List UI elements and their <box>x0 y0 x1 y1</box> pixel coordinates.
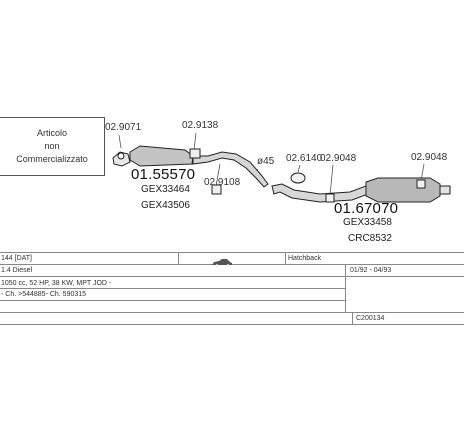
rear-muffler <box>365 177 441 203</box>
part-ref-r4: 02.6140 <box>286 153 323 164</box>
table-line-4 <box>0 288 345 289</box>
tail-pipe <box>439 185 451 195</box>
note-line-1: Articolo <box>36 128 67 138</box>
body-type-cell: Hatchback <box>288 255 322 262</box>
front-pipe <box>192 151 269 188</box>
table-col-2 <box>285 252 286 264</box>
model-cell: 144 [DAT] <box>1 255 32 262</box>
rear-main-code: 01.67070 <box>334 200 399 217</box>
chassis-cell: - Ch. >544885- Ch. 590315 <box>1 291 87 298</box>
not-available-note: Articolo non Commercializzato <box>0 117 105 176</box>
note-line-2: non <box>44 141 60 151</box>
part-ref-r6: 02.9048 <box>411 152 448 163</box>
leader-r3 <box>215 163 221 187</box>
rear-alt-code-1: GEX33458 <box>343 217 392 228</box>
table-line-3 <box>0 276 464 277</box>
leader-r1 <box>118 134 122 149</box>
front-alt-code-2: GEX43506 <box>141 200 190 211</box>
leader-r2 <box>193 132 197 151</box>
table-line-7 <box>0 324 464 325</box>
table-line-5 <box>0 300 345 301</box>
table-line-1 <box>0 252 464 253</box>
rear-alt-code-2: CRC8532 <box>348 233 392 244</box>
table-line-6 <box>0 312 464 313</box>
part-ref-r2: 02.9138 <box>182 120 219 131</box>
part-ref-r5: 02.9048 <box>320 153 357 164</box>
car-silhouette-icon <box>211 254 233 267</box>
exhaust-system-drawing <box>112 132 451 203</box>
hanger-r2 <box>189 148 201 159</box>
front-main-code: 01.55570 <box>131 166 196 183</box>
leader-r4 <box>297 164 301 173</box>
gasket-r1 <box>117 152 125 160</box>
hanger-r6 <box>416 179 426 189</box>
engine-cell: 1.4 Diesel <box>1 267 33 274</box>
table-col-4 <box>352 312 353 324</box>
clamp-r4 <box>290 172 306 184</box>
code-cell: C200134 <box>356 315 385 322</box>
hanger-r3 <box>211 184 222 195</box>
hanger-r5 <box>325 193 335 203</box>
front-alt-code-1: GEX33464 <box>141 184 190 195</box>
specs-cell: 1050 cc, 52 HP, 38 KW, MPT JOD - <box>1 280 112 287</box>
part-ref-r3: 02.9108 <box>204 177 241 188</box>
date-range-cell: 01/92 - 04/93 <box>350 267 392 274</box>
table-col-3 <box>345 264 346 312</box>
leader-r5 <box>329 164 334 196</box>
note-line-3: Commercializzato <box>16 154 88 164</box>
table-col-1 <box>178 252 179 264</box>
part-ref-r1: 02.9071 <box>105 122 142 133</box>
diameter-label: ø45 <box>257 156 275 167</box>
front-resonator <box>129 145 194 167</box>
